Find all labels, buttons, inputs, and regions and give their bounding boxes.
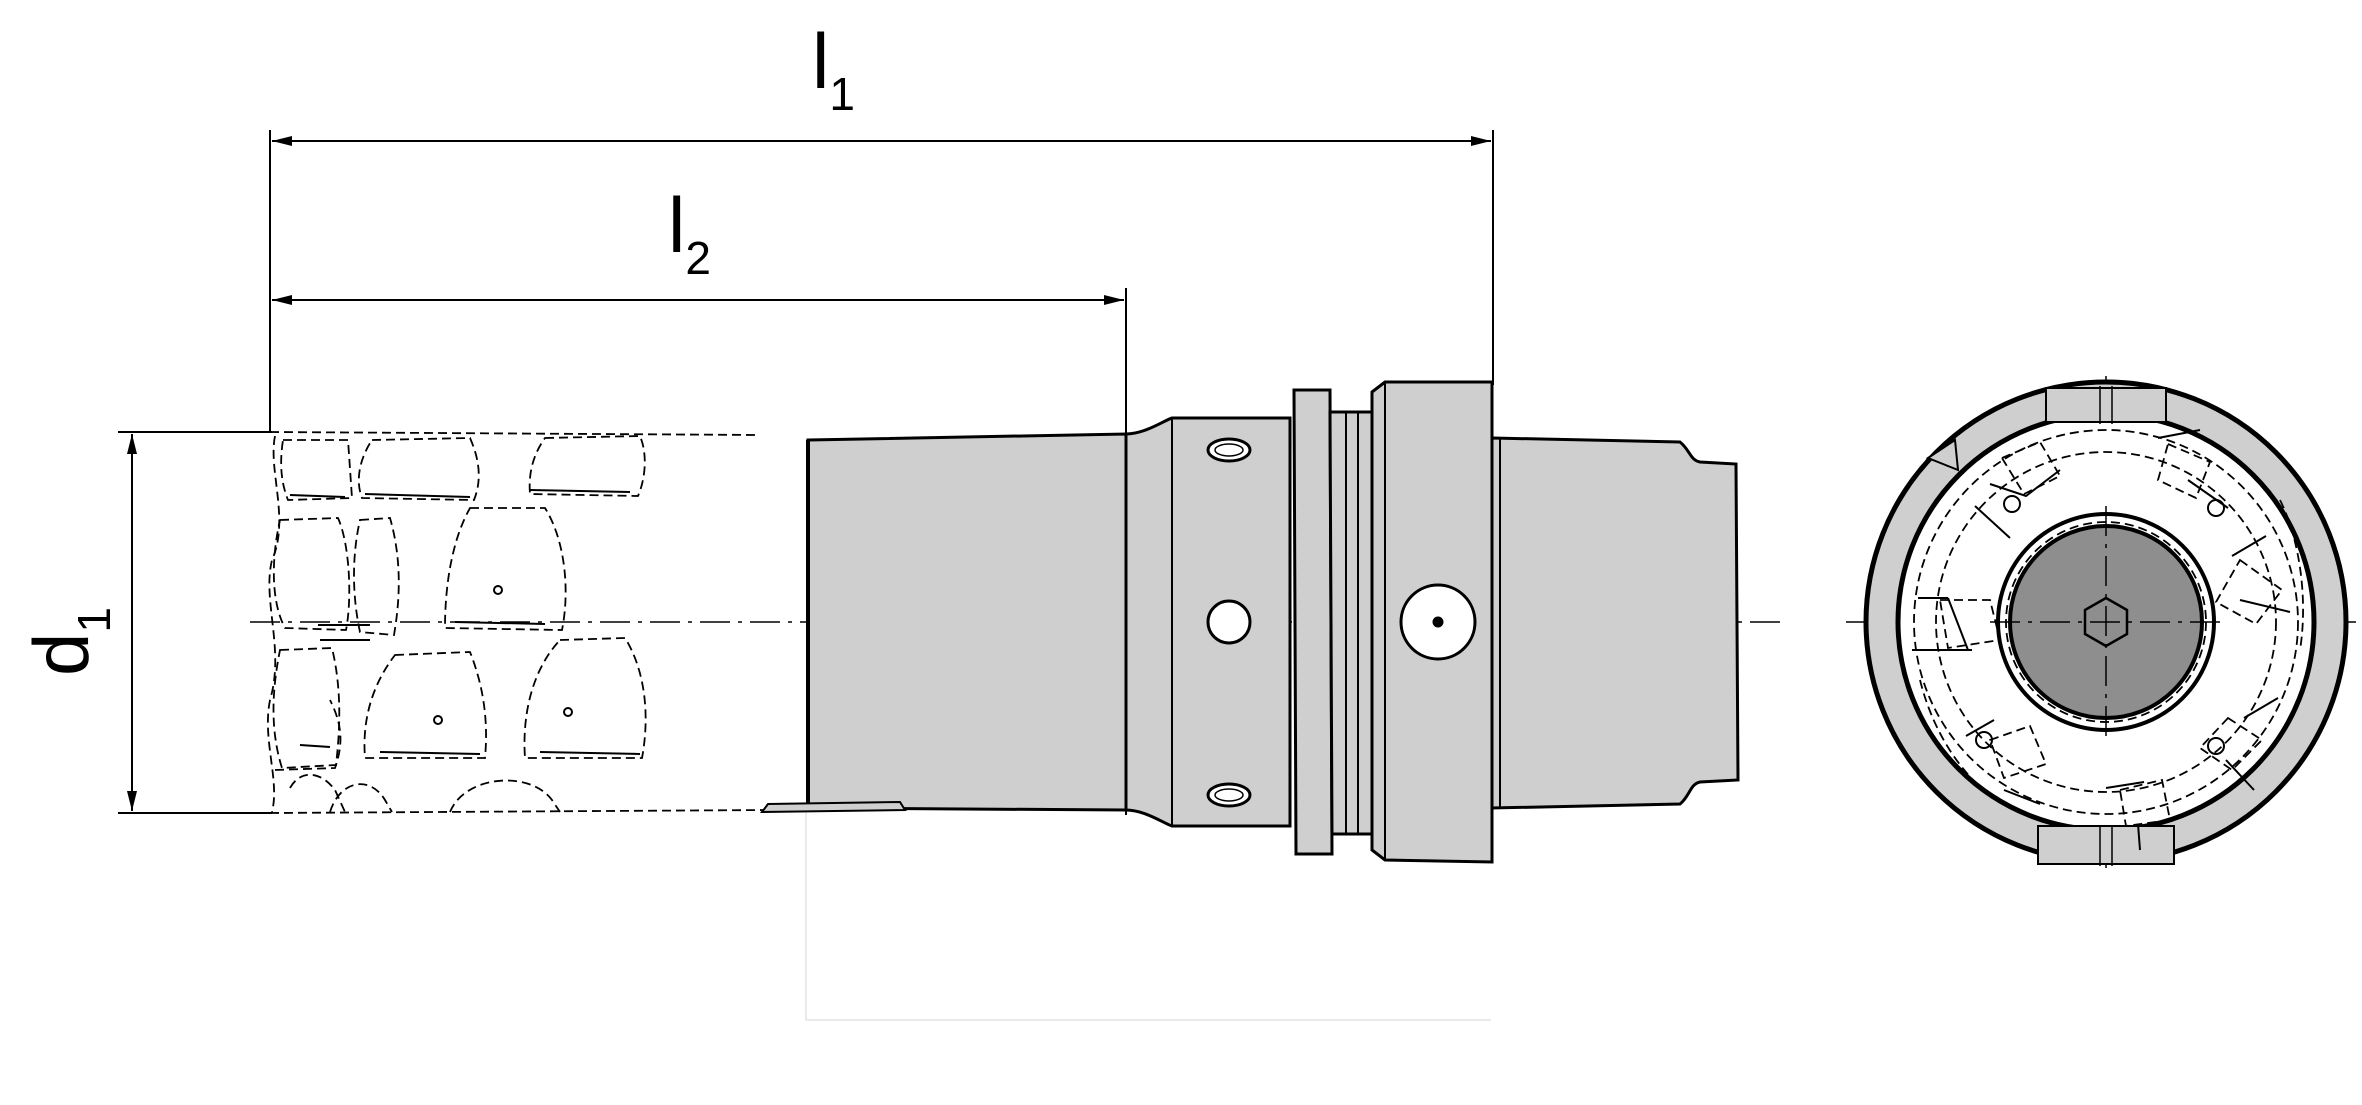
insert-pocket	[444, 507, 567, 631]
cutter-head	[267, 431, 771, 814]
label-l1: l1	[812, 17, 855, 120]
insert-pocket	[274, 699, 342, 771]
insert-pocket	[289, 773, 346, 813]
tool-body	[759, 380, 1740, 1021]
drive-key-bottom	[2037, 825, 2175, 865]
insert-pocket	[523, 637, 647, 759]
insert-pocket	[358, 437, 480, 501]
taper-shank-section	[1490, 436, 1740, 810]
collar-holes	[1206, 437, 1477, 808]
insert-pocket	[272, 517, 351, 631]
insert-pocket	[329, 783, 393, 813]
insert-pocket	[528, 435, 646, 497]
label-d1: d1	[17, 607, 120, 676]
dimension-l1: l1	[269, 17, 1494, 432]
groove-section	[1328, 410, 1374, 836]
coolant-hole-bottom	[1206, 782, 1252, 808]
cutter-hidden-lines	[1913, 429, 2304, 828]
insert-pocket	[353, 517, 400, 636]
orientation-notch	[1925, 438, 1960, 472]
extension-section	[806, 432, 1128, 812]
insert-pocket	[280, 439, 353, 501]
end-view	[1846, 376, 2356, 868]
cutter-head-details	[289, 489, 641, 755]
drive-key-top	[2045, 387, 2167, 423]
insert-pocket	[363, 651, 487, 759]
insert-pocket	[449, 779, 561, 813]
coolant-hole-middle	[1206, 599, 1252, 645]
chip-detail	[759, 800, 907, 814]
cutter-blades	[1912, 429, 2291, 851]
flange-section	[1292, 388, 1334, 856]
label-l2: l2	[668, 181, 711, 284]
cutter-head-outline	[267, 431, 771, 814]
dimension-d1: d1	[17, 431, 272, 814]
insert-pocket	[272, 647, 341, 769]
coolant-hole-top	[1206, 437, 1252, 463]
